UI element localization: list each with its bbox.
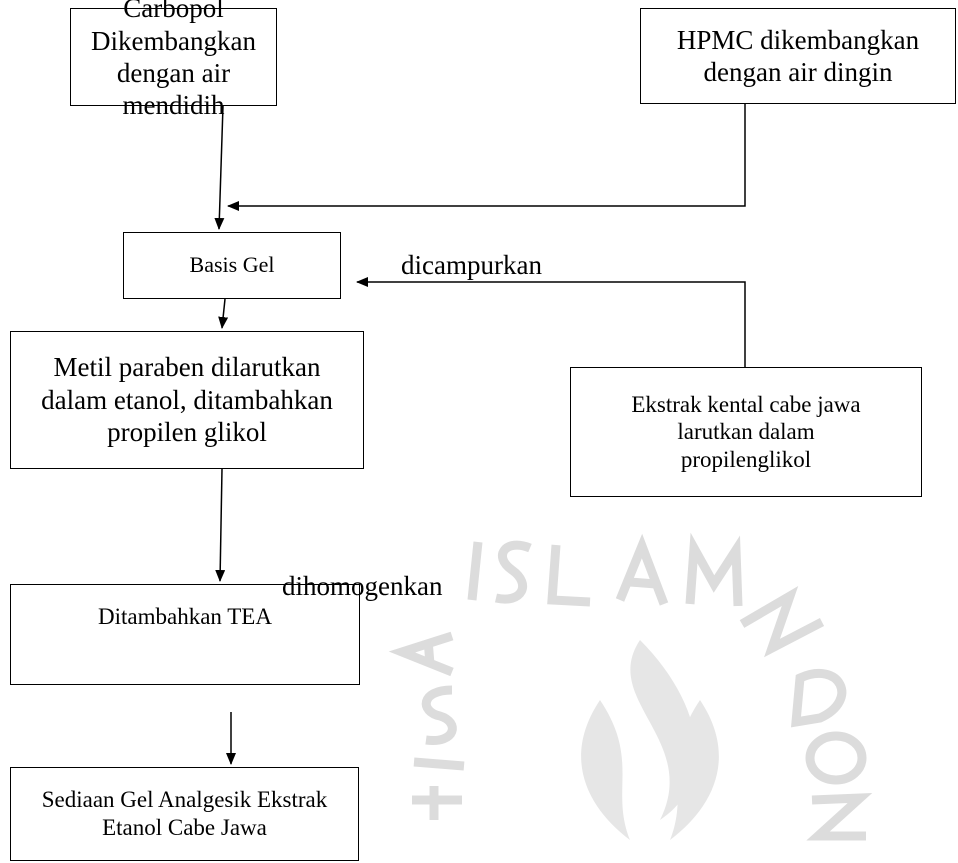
sediaan-gel-box: Sediaan Gel Analgesik Ekstrak Etanol Cab… — [10, 767, 359, 861]
ekstrak-text: Ekstrak kental cabe jawa larutkan dalam … — [631, 391, 861, 472]
tea-text: Ditambahkan TEA — [98, 604, 272, 629]
arrow-ekstrak-to-basis-gel — [356, 277, 746, 367]
basis-gel-box: Basis Gel — [123, 232, 341, 299]
arrow-hpmc-to-basis-gel — [227, 104, 746, 211]
arrow-carbopol-to-basis-gel — [214, 105, 225, 230]
sediaan-gel-text: Sediaan Gel Analgesik Ekstrak Etanol Cab… — [41, 787, 328, 840]
dicampurkan-label: dicampurkan — [401, 250, 542, 280]
ekstrak-box: Ekstrak kental cabe jawa larutkan dalam … — [570, 367, 922, 497]
carbopol-text: Carbopol Dikembangkan dengan air mendidi… — [91, 0, 256, 121]
arrow-metil-to-tea — [215, 468, 226, 582]
metil-paraben-box: Metil paraben dilarutkan dalam etanol, d… — [10, 331, 364, 469]
tea-box: Ditambahkan TEA — [10, 584, 360, 685]
arrow-basis-gel-to-metil — [218, 298, 229, 329]
hpmc-box: HPMC dikembangkan dengan air dingin — [640, 8, 956, 104]
carbopol-box: Carbopol Dikembangkan dengan air mendidi… — [70, 0, 277, 120]
basis-gel-text: Basis Gel — [189, 252, 275, 278]
hpmc-text: HPMC dikembangkan dengan air dingin — [676, 24, 920, 87]
dihomogenkan-label: dihomogenkan — [282, 571, 443, 601]
metil-paraben-text: Metil paraben dilarutkan dalam etanol, d… — [41, 352, 333, 448]
